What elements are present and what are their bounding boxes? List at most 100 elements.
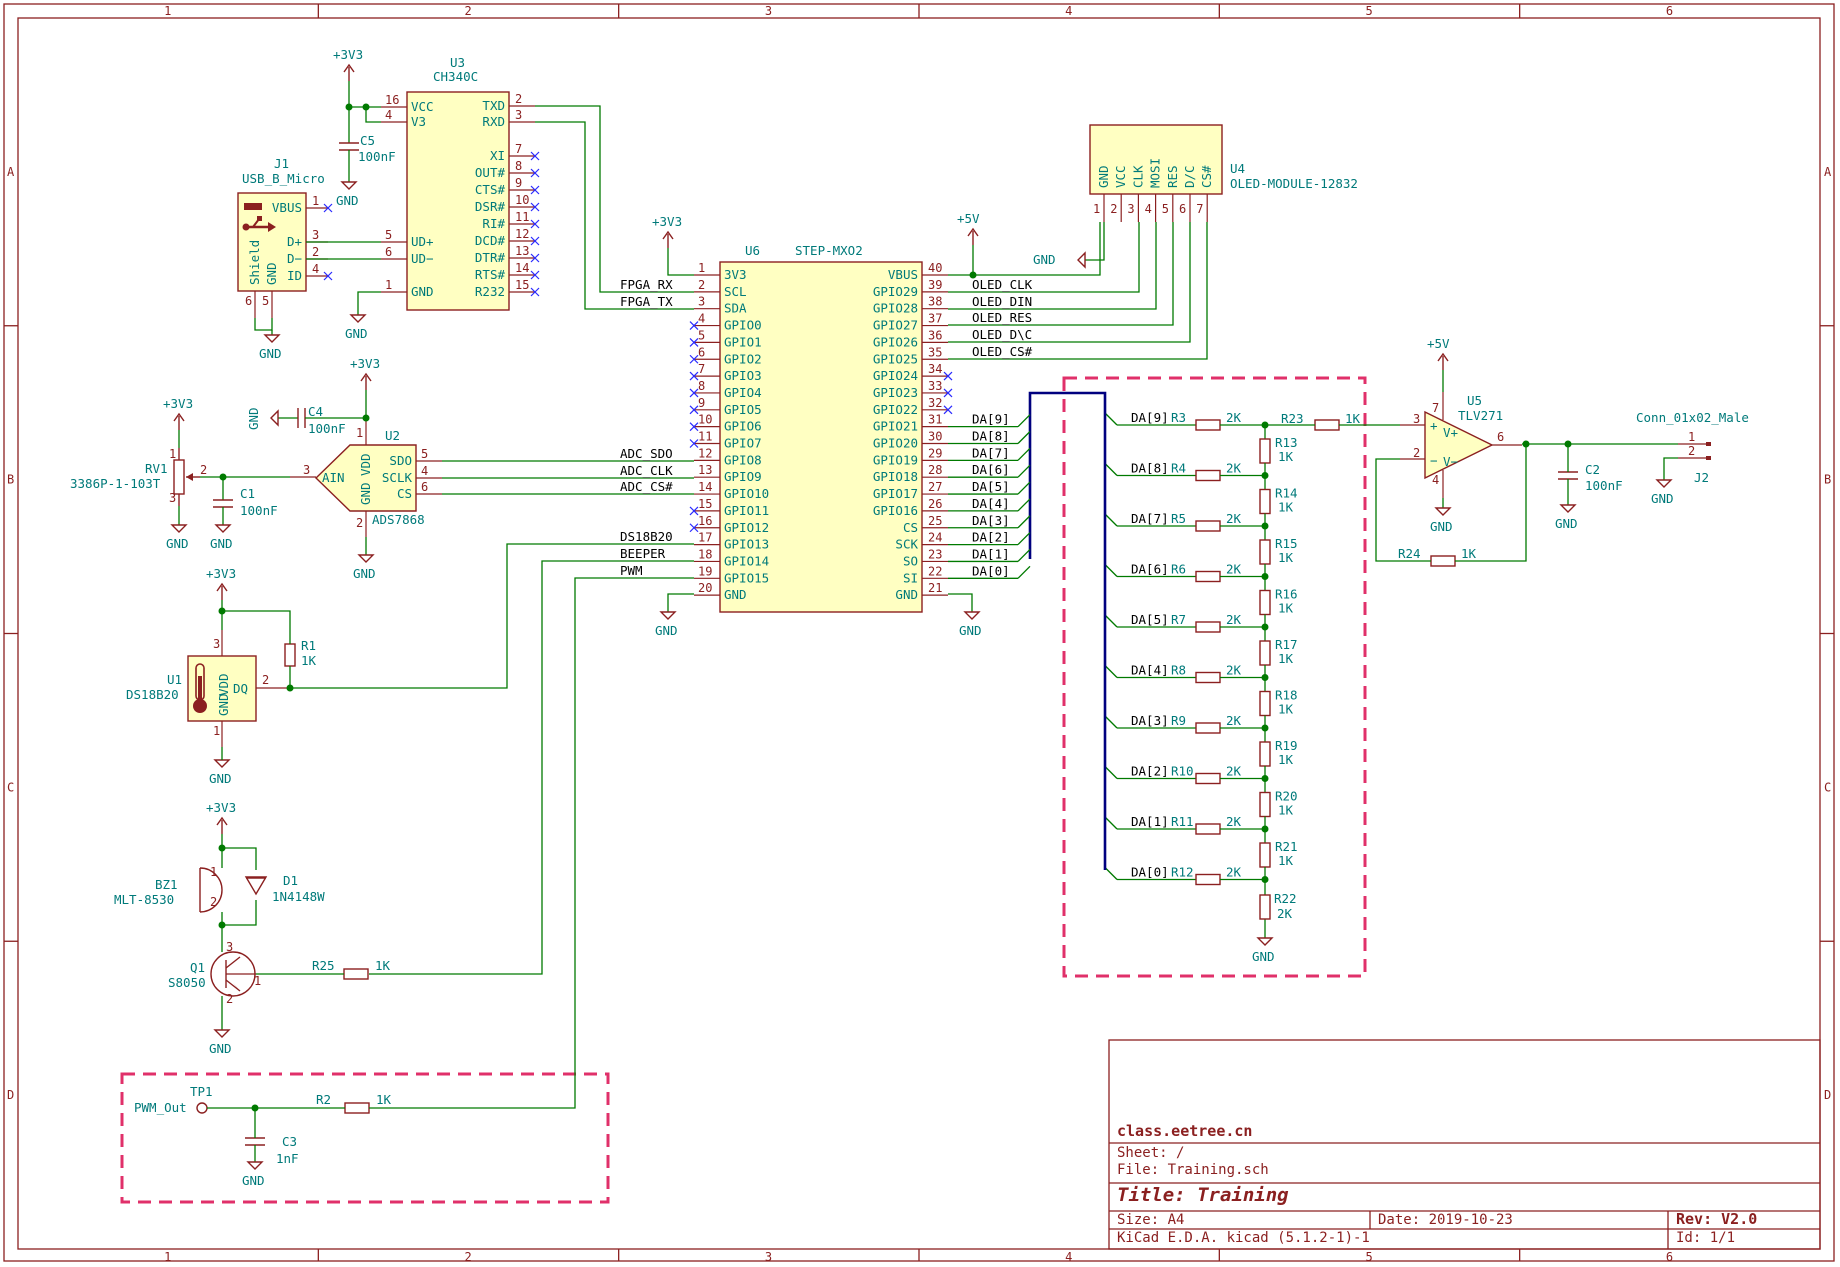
pin-name: XI [490, 148, 505, 163]
pin-number: 30 [928, 430, 942, 444]
thermometer-icon [193, 663, 207, 713]
pin-number: 9 [515, 176, 522, 190]
ladder-resistor-2k [1195, 621, 1221, 633]
ladder-ref: R12 [1171, 865, 1194, 880]
r24-ref: R24 [1398, 546, 1421, 561]
pin-name: GPIO20 [873, 436, 918, 451]
pin-name: GND [358, 482, 373, 505]
u1-pin1: 1 [213, 724, 220, 738]
net-adc: ADC_CS# [620, 479, 673, 494]
ladder-vval: 1K [1278, 601, 1294, 616]
gnd-c3-label: GND [242, 1173, 265, 1188]
u3-ref: U3 [450, 55, 465, 70]
title-file: File: Training.sch [1117, 1162, 1269, 1178]
c4-capacitor: C4 100nF [278, 404, 366, 436]
c1-value: 100nF [240, 503, 278, 518]
pin-number: 3 [515, 108, 522, 122]
ladder-vref: R18 [1275, 688, 1298, 703]
pin-number: 11 [515, 210, 529, 224]
pwr-3v3-u2-label: +3V3 [350, 356, 380, 371]
r25-resistor: R25 1K [312, 958, 391, 980]
r23-value: 1K [1345, 411, 1361, 426]
q1-pin2: 2 [226, 992, 233, 1006]
pin-name: SDO [389, 453, 412, 468]
ladder-value: 2K [1226, 865, 1242, 880]
net-oled: OLED_CLK [972, 277, 1033, 292]
row-label-left: B [7, 473, 14, 487]
rv1-ref: RV1 [145, 461, 168, 476]
c3-ref: C3 [282, 1134, 297, 1149]
ladder-ref: R3 [1171, 410, 1186, 425]
pin-number: 5 [698, 328, 705, 342]
pin-name: GPIO26 [873, 334, 918, 349]
u5-vplus: V+ [1443, 425, 1458, 440]
pin-name: DTR# [475, 250, 506, 265]
u4-ref: U4 [1230, 161, 1245, 176]
ladder-resistor-1k [1259, 690, 1271, 717]
highlight-pwm-filter [120, 1072, 610, 1204]
pin-number: 2 [356, 516, 363, 530]
pin-number: 1 [385, 278, 392, 292]
gnd-u1 [213, 759, 231, 768]
pin-name: GPIO1 [724, 334, 762, 349]
pwr-3v3-u1-label: +3V3 [206, 566, 236, 581]
pin-number: 35 [928, 345, 942, 359]
pin-number: 5 [421, 447, 428, 461]
ladder-resistor-2k [1195, 570, 1221, 583]
usb-icon [242, 203, 276, 232]
pin-name: UD+ [411, 234, 434, 249]
col-label-top: 5 [1366, 4, 1373, 18]
pin-name: 3V3 [724, 267, 747, 282]
ladder-vref: R15 [1275, 536, 1298, 551]
pin-number: 20 [698, 581, 712, 595]
pin-number: 5 [262, 294, 269, 308]
ladder-ref: R8 [1171, 663, 1186, 678]
u3-value: CH340C [433, 69, 478, 84]
ladder-value: 2K [1226, 663, 1242, 678]
gnd-j2-label: GND [1651, 491, 1674, 506]
ladder-ref: R10 [1171, 764, 1194, 779]
pin-name: R232 [475, 284, 505, 299]
pin-name: SI [903, 570, 918, 585]
ladder-resistor-2k [1195, 722, 1221, 734]
ladder-vref: R19 [1275, 738, 1298, 753]
pin-number: 5 [1162, 202, 1169, 216]
c1-capacitor: C1 100nF [213, 478, 278, 525]
pin-name: GPIO25 [873, 351, 918, 366]
u5-value: TLV271 [1458, 408, 1503, 423]
pin-name: GPIO16 [873, 503, 918, 518]
title-text: Title: Training [1117, 1184, 1289, 1206]
pin-number: 3 [312, 228, 319, 242]
ladder-value: 2K [1226, 764, 1242, 779]
pin-name: V3 [411, 114, 426, 129]
q1-pin1: 1 [254, 974, 261, 988]
pin-number: 24 [928, 531, 942, 545]
pin-name: GPIO10 [724, 486, 769, 501]
rv1-value: 3386P-1-103T [70, 476, 161, 491]
r1-value: 1K [301, 653, 317, 668]
col-label-top: 3 [765, 4, 772, 18]
title-sheet: Sheet: / [1117, 1145, 1184, 1161]
col-label-bottom: 6 [1666, 1250, 1673, 1264]
gnd-u4-label: GND [1033, 252, 1056, 267]
gnd-rv1-label: GND [166, 536, 189, 551]
pin-number: 13 [698, 463, 712, 477]
pin-number: 3 [698, 295, 705, 309]
pin-number: 5 [385, 228, 392, 242]
ladder-resistor-1k [1259, 640, 1271, 666]
u2-ref: U2 [385, 428, 400, 443]
pin-name: GPIO18 [873, 469, 918, 484]
pin-number: 15 [698, 497, 712, 511]
pin-number: 2 [312, 245, 319, 259]
tp1-ref: TP1 [190, 1084, 213, 1099]
ladder-vref: R16 [1275, 587, 1298, 602]
pin-name: GND [1096, 165, 1111, 188]
u5-support: R23 1K R24 1K C2 100nF 1 2 J2 Conn_01x02… [1281, 410, 1749, 567]
r22-ref: R22 [1274, 891, 1297, 906]
pin-name: GPIO11 [724, 503, 769, 518]
pin-number: 13 [515, 244, 529, 258]
ladder-resistor-2k [1195, 419, 1221, 431]
ladder-vval: 1K [1278, 752, 1294, 767]
ladder-value: 2K [1226, 612, 1242, 627]
